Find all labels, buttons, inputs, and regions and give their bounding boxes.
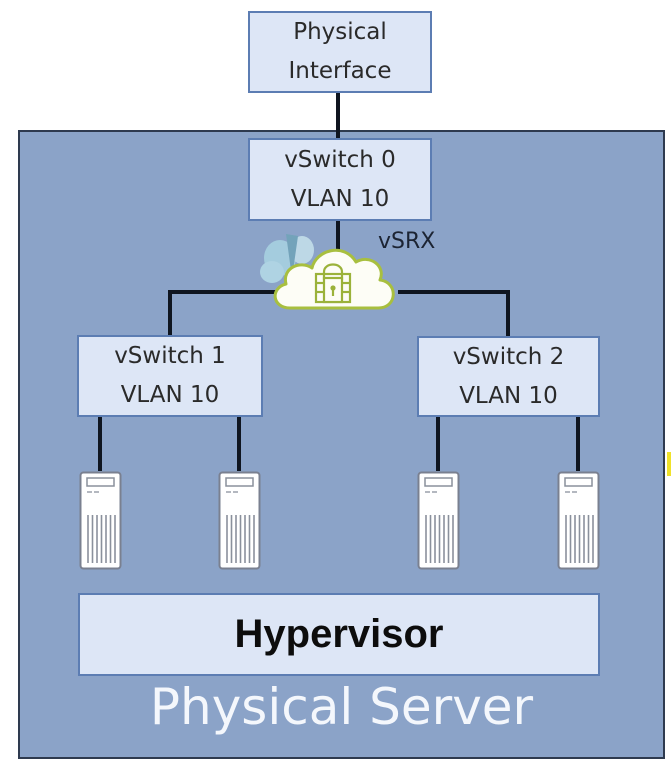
vswitch-2-name: vSwitch 2	[452, 343, 565, 370]
physical-interface-label-line2: Interface	[288, 58, 392, 84]
physical-interface-label-line1: Physical	[293, 19, 387, 45]
physical-server-label: Physical Server	[149, 678, 534, 736]
vswitch-2-vlan: VLAN 10	[459, 382, 558, 409]
server-tower-icon	[417, 471, 460, 570]
wire-interface-to-vswitch0	[336, 93, 340, 138]
vsrx-label: vSRX	[378, 229, 436, 254]
server-tower-icon	[218, 471, 261, 570]
wire-right-vertical-to-vswitch2	[506, 290, 510, 336]
server-tower-icon	[79, 471, 122, 570]
vswitch-0-name: vSwitch 0	[284, 146, 396, 173]
firewall-lock-glyph	[314, 263, 352, 304]
vswitch-1-vlan: VLAN 10	[120, 382, 220, 408]
wire-vswitch1-to-server2	[237, 417, 241, 471]
vswitch-1-node: vSwitch 1 VLAN 10	[77, 335, 263, 417]
wire-vsrx-to-left-horizontal	[168, 290, 283, 294]
hypervisor-label: Hypervisor	[234, 612, 444, 656]
cloud-firewall-lock-icon	[260, 234, 395, 310]
ghost-cloud-decoration	[260, 234, 314, 283]
wire-vswitch2-to-server4	[576, 417, 580, 471]
server-tower-icon	[557, 471, 600, 570]
wire-vswitch2-to-server3	[436, 417, 440, 471]
vswitch-2-node: vSwitch 2 VLAN 10	[417, 336, 600, 417]
vswitch-0-vlan: VLAN 10	[290, 185, 390, 212]
wire-left-vertical-to-vswitch1	[168, 290, 172, 335]
wire-vsrx-to-right-horizontal	[398, 290, 510, 294]
wire-vswitch1-to-server1	[98, 417, 102, 471]
vswitch-1-name: vSwitch 1	[114, 343, 226, 369]
physical-interface-node: Physical Interface	[248, 11, 432, 93]
hypervisor-node: Hypervisor	[78, 593, 600, 676]
vswitch-0-node: vSwitch 0 VLAN 10	[248, 138, 432, 221]
wire-vswitch0-to-vsrx	[336, 221, 340, 251]
cropped-yellow-marker	[667, 452, 671, 476]
